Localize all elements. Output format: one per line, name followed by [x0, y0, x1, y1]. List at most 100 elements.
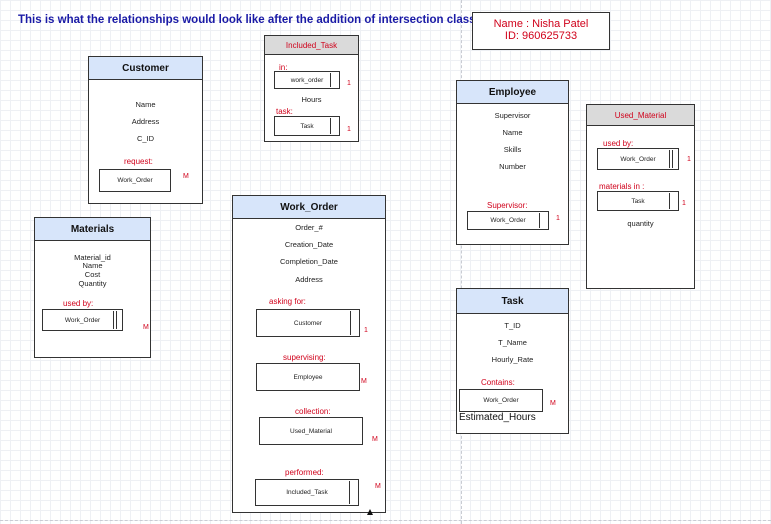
ref-work-order-customer[interactable]: Customer — [256, 309, 360, 337]
role-used-material-used-by: used by: — [603, 139, 634, 148]
class-employee[interactable]: Employee Supervisor Name Skills Number S… — [456, 80, 569, 245]
attr-task-estimated-hours: Estimated_Hours — [459, 412, 536, 423]
ref-employee-work-order[interactable]: Work_Order — [467, 211, 549, 230]
ref-label: Included_Task — [286, 489, 328, 496]
mult-task: M — [550, 400, 556, 407]
ref-customer-work-order[interactable]: Work_Order — [99, 169, 171, 192]
class-customer[interactable]: Customer Name Address C_ID request: Work… — [88, 56, 203, 204]
attr-task-hourly-rate: Hourly_Rate — [491, 355, 534, 364]
attr-employee-name: Name — [502, 128, 523, 137]
ref-bar — [349, 481, 350, 504]
mult-work-order-included-task: M — [375, 483, 381, 490]
page-guide-vertical — [461, 0, 462, 524]
mult-employee: 1 — [556, 215, 560, 222]
role-customer-request: request: — [124, 157, 153, 166]
mult-customer: M — [183, 173, 189, 180]
class-used-material-title: Used_Material — [587, 105, 694, 126]
class-included-task-title: Included_Task — [265, 36, 358, 55]
attr-customer-address: Address — [131, 117, 160, 126]
attr-materials-quantity: Quantity — [78, 279, 107, 288]
ref-label: Task — [300, 122, 314, 130]
attr-customer-cid: C_ID — [136, 134, 155, 143]
ref-bar — [330, 118, 331, 134]
attr-materials-name: Name — [82, 261, 103, 270]
ref-label: Work_Order — [620, 155, 656, 163]
ref-label: Used_Material — [290, 427, 332, 435]
mult-included-task-task: 1 — [347, 126, 351, 133]
class-materials[interactable]: Materials Material_id Name Cost Quantity… — [34, 217, 151, 358]
ref-label: work_order — [290, 76, 324, 84]
attr-materials-id: Material_id — [74, 253, 111, 262]
attr-materials-cost: Cost — [84, 270, 101, 279]
ref-work-order-used-material[interactable]: Used_Material — [259, 417, 363, 445]
ref-included-task-work-order[interactable]: work_order — [274, 71, 340, 89]
class-task[interactable]: Task T_ID T_Name Hourly_Rate Contains: W… — [456, 288, 569, 434]
ref-task-work-order[interactable]: Work_Order — [459, 389, 543, 412]
ref-label: Task — [631, 197, 645, 205]
ref-work-order-included-task[interactable]: Included_Task — [255, 479, 359, 506]
ref-bar — [669, 150, 670, 168]
class-work-order-title: Work_Order — [233, 196, 385, 219]
ref-work-order-employee[interactable]: Employee — [256, 363, 360, 391]
ref-used-material-work-order[interactable]: Work_Order — [597, 148, 679, 170]
attr-employee-skills: Skills — [503, 145, 522, 154]
arrowhead-marker — [367, 509, 373, 515]
ref-included-task-task[interactable]: Task — [274, 116, 340, 136]
attr-included-task-hours: Hours — [301, 95, 322, 104]
ref-label: Customer — [293, 319, 323, 327]
class-employee-title: Employee — [457, 81, 568, 104]
ref-label: Work_Order — [490, 217, 526, 224]
role-task-contains: Contains: — [481, 378, 515, 387]
class-work-order[interactable]: Work_Order Order_# Creation_Date Complet… — [232, 195, 386, 513]
attr-employee-number: Number — [499, 162, 526, 171]
attr-work-order-completion-date: Completion_Date — [280, 257, 338, 266]
ref-bar — [669, 193, 670, 209]
role-work-order-supervising: supervising: — [283, 353, 326, 362]
page-guide-horizontal — [0, 520, 771, 521]
mult-materials: M — [143, 324, 149, 331]
attr-work-order-address: Address — [295, 275, 323, 284]
author-id: ID: 960625733 — [504, 30, 578, 42]
ref-bar — [113, 311, 114, 329]
attr-customer-name: Name — [135, 100, 156, 109]
attr-task-id: T_ID — [504, 321, 521, 330]
ref-used-material-task[interactable]: Task — [597, 191, 679, 211]
mult-work-order-customer: 1 — [364, 327, 368, 334]
class-task-title: Task — [457, 289, 568, 314]
mult-used-material-used-by: 1 — [687, 156, 691, 163]
ref-label: Work_Order — [64, 316, 101, 324]
role-materials-used-by: used by: — [63, 299, 94, 308]
role-work-order-performed: performed: — [285, 468, 324, 477]
attr-work-order-creation-date: Creation_Date — [284, 240, 334, 249]
mult-work-order-employee: M — [361, 378, 367, 385]
ref-materials-work-order[interactable]: Work_Order — [42, 309, 123, 331]
author-box: Name : Nisha Patel ID: 960625733 — [472, 12, 610, 50]
attr-employee-supervisor: Supervisor — [494, 111, 531, 120]
author-name: Name : Nisha Patel — [493, 18, 589, 30]
mult-work-order-used-material: M — [372, 436, 378, 443]
ref-bar — [350, 311, 351, 335]
attr-task-name: T_Name — [498, 338, 527, 347]
role-work-order-asking-for: asking for: — [269, 297, 306, 306]
mult-included-task-in: 1 — [347, 80, 351, 87]
ref-label: Employee — [293, 373, 323, 381]
ref-bar — [672, 150, 673, 168]
class-included-task[interactable]: Included_Task in: work_order 1 Hours tas… — [264, 35, 359, 142]
role-used-material-materials-in: materials in : — [599, 182, 645, 191]
role-employee-supervisor: Supervisor: — [487, 201, 528, 210]
role-work-order-collection: collection: — [295, 407, 331, 416]
mult-used-material-materials-in: 1 — [682, 200, 686, 207]
ref-label: Work_Order — [483, 397, 519, 404]
role-included-task-in: in: — [279, 63, 288, 72]
ref-bar — [330, 73, 331, 87]
ref-bar — [539, 213, 540, 228]
ref-label: Work_Order — [117, 177, 153, 184]
class-used-material[interactable]: Used_Material used by: Work_Order 1 mate… — [586, 104, 695, 289]
class-materials-title: Materials — [35, 218, 150, 241]
attr-used-material-quantity: quantity — [627, 219, 654, 228]
diagram-headline: This is what the relationships would loo… — [18, 14, 493, 26]
ref-bar — [116, 311, 117, 329]
attr-work-order-number: Order_# — [295, 223, 323, 232]
class-customer-title: Customer — [89, 57, 202, 80]
role-included-task-task: task: — [276, 107, 293, 116]
